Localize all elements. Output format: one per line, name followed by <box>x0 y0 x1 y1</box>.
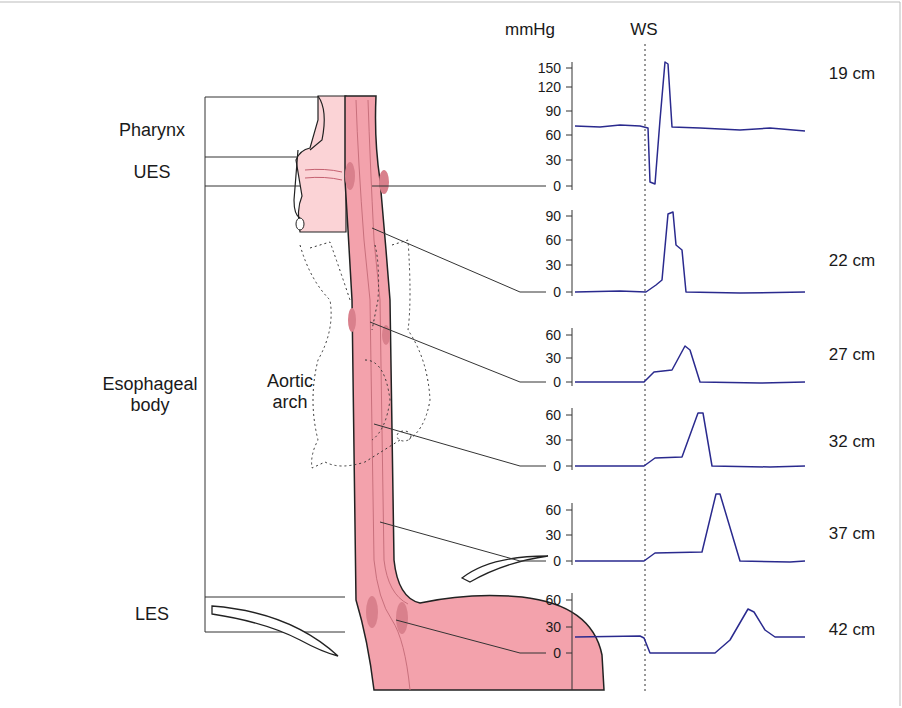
axis-tick: 90 <box>545 208 561 224</box>
axis-tick: 30 <box>545 619 561 635</box>
axis-tick: 60 <box>545 232 561 248</box>
axis-tick: 0 <box>553 374 561 390</box>
axis-tick: 30 <box>545 152 561 168</box>
depth-label: 19 cm <box>829 64 875 84</box>
axis-unit: mmHg <box>505 20 555 40</box>
region-name: LES <box>135 604 169 625</box>
axis-tick: 60 <box>545 502 561 518</box>
axis-tick: 30 <box>545 527 561 543</box>
axis-tick: 0 <box>553 178 561 194</box>
axis-tick: 60 <box>545 327 561 343</box>
region-name: Pharynx <box>119 120 185 141</box>
axis-tick: 30 <box>545 350 561 366</box>
axis-tick: 30 <box>545 257 561 273</box>
depth-label: 42 cm <box>829 620 875 640</box>
region-name: Esophageal body <box>98 374 202 415</box>
axis-tick: 30 <box>545 432 561 448</box>
region-name: UES <box>133 162 170 183</box>
axis-tick: 120 <box>538 79 561 95</box>
axis-tick: 0 <box>553 284 561 300</box>
axis-tick: 150 <box>538 60 561 76</box>
depth-label: 32 cm <box>829 432 875 452</box>
axis-tick: 90 <box>545 103 561 119</box>
axis-tick: 60 <box>545 407 561 423</box>
axis-tick: 60 <box>545 592 561 608</box>
axis-tick: 0 <box>553 553 561 569</box>
swallow-marker: WS <box>630 20 657 40</box>
depth-label: 22 cm <box>829 251 875 271</box>
axis-tick: 0 <box>553 458 561 474</box>
depth-label: 37 cm <box>829 524 875 544</box>
axis-tick: 60 <box>545 127 561 143</box>
axis-tick: 0 <box>553 645 561 661</box>
structure-name: Aortic arch <box>260 371 320 412</box>
depth-label: 27 cm <box>829 345 875 365</box>
